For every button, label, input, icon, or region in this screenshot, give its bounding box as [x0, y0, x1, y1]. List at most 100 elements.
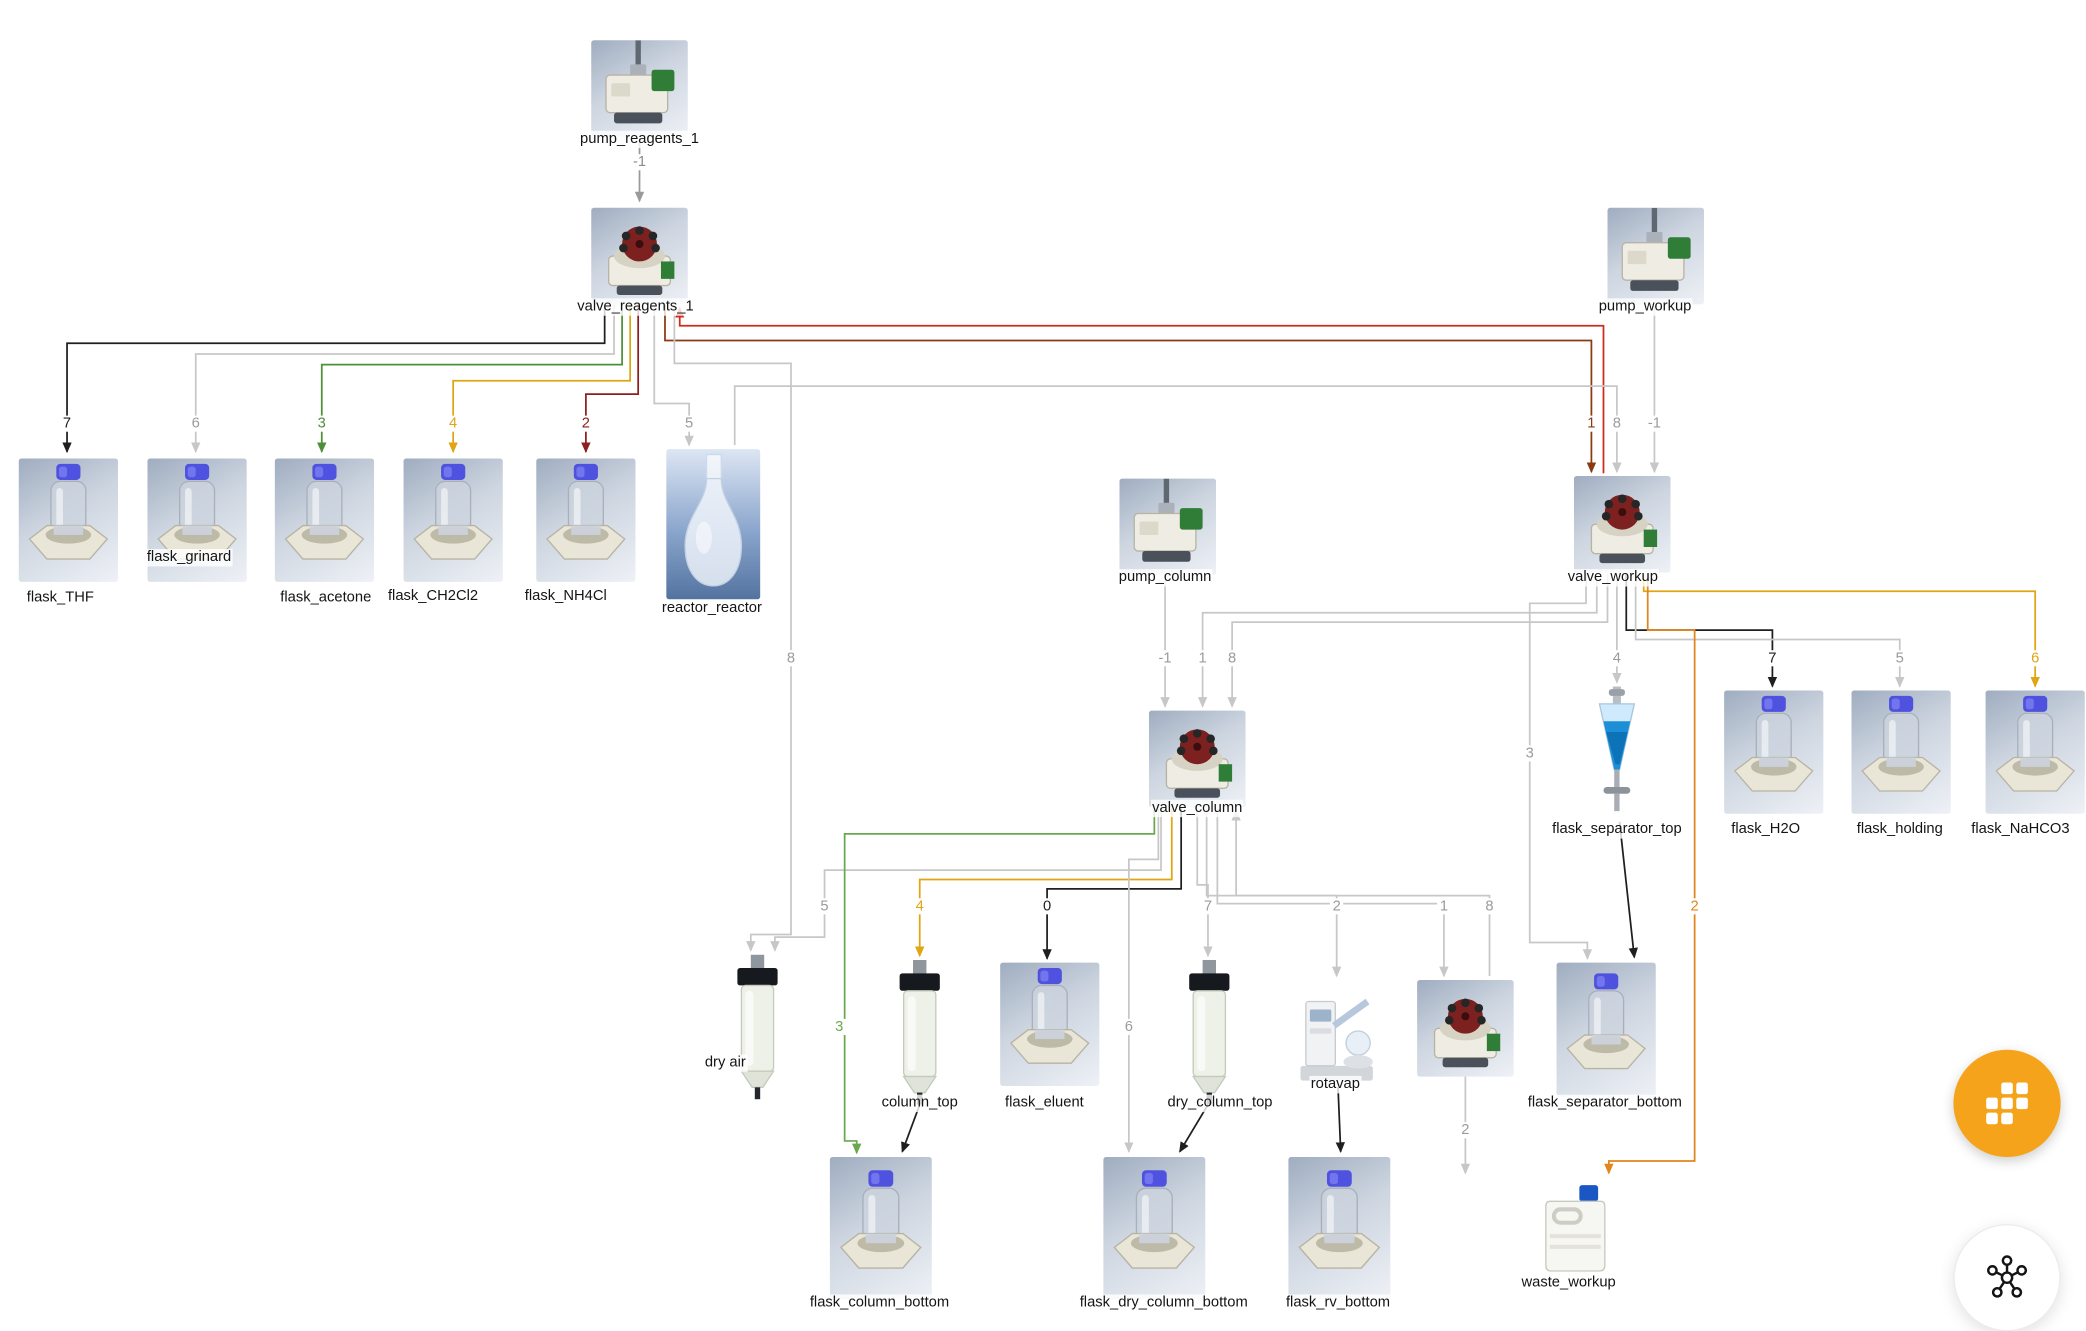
flask-icon	[536, 458, 636, 582]
node-flask_holding[interactable]: flask_holding	[1851, 690, 1951, 839]
edge-valve_reagents_1-flask_acetone	[317, 304, 623, 454]
node-pump_reagents_1[interactable]: pump_reagents_1	[578, 40, 701, 149]
node-label: flask_separator_bottom	[1526, 1094, 1684, 1113]
valve-icon	[1573, 475, 1671, 573]
node-flask_H2O[interactable]: flask_H2O	[1724, 690, 1824, 839]
node-flask_eluent[interactable]: flask_eluent	[1000, 962, 1100, 1113]
node-label: flask_H2O	[1729, 821, 1802, 839]
node-label: valve_column	[1150, 799, 1244, 818]
edge-label: 7	[60, 415, 74, 432]
node-label: flask_column_bottom	[808, 1294, 951, 1312]
edge-label: 6	[1122, 1018, 1136, 1036]
edge-valve_reagents_1-valve_workup	[664, 304, 1597, 474]
node-label: pump_workup	[1597, 298, 1693, 316]
edge-label: 8	[1610, 415, 1624, 432]
edge-label: -1	[1645, 415, 1664, 432]
edge-label: 7	[1201, 898, 1215, 915]
pump-icon	[591, 40, 688, 137]
edge-valve_reagents_1-flask_THF	[62, 304, 606, 454]
edge-label: 4	[1610, 650, 1624, 667]
node-label: flask_rv_bottom	[1284, 1294, 1392, 1312]
edge-label: 3	[314, 415, 329, 432]
edge-label: 1	[1437, 898, 1451, 915]
flask-icon	[1000, 962, 1100, 1086]
node-pump_column[interactable]: pump_column	[1117, 478, 1217, 587]
edge-label: 2	[579, 415, 593, 432]
node-column_top[interactable]: column_top	[880, 959, 960, 1113]
node-valve_reagents_1[interactable]: valve_reagents_1	[575, 207, 696, 316]
node-label: flask_NaHCO3	[1969, 821, 2071, 839]
edge-label: 5	[817, 898, 832, 915]
reactor-icon	[666, 449, 761, 600]
node-flask_NH4Cl[interactable]: flask_NH4Cl	[523, 458, 636, 606]
flask-icon	[1103, 1157, 1206, 1300]
node-flask_acetone[interactable]: flask_acetone	[274, 458, 375, 607]
waste-icon	[1536, 1177, 1614, 1282]
node-label: flask_THF	[25, 589, 96, 607]
node-flask_grinard[interactable]: flask_grinard	[145, 458, 247, 582]
node-flask_rv_bottom[interactable]: flask_rv_bottom	[1284, 1157, 1392, 1312]
node-flask_CH2Cl2[interactable]: flask_CH2Cl2	[386, 458, 503, 606]
node-label: valve_reagents_1	[575, 298, 696, 316]
flask-icon	[829, 1157, 932, 1300]
apps-fab-button[interactable]	[1953, 1049, 2061, 1158]
ai-assistant-fab-button[interactable]	[1953, 1224, 2061, 1331]
edge-label: -1	[630, 154, 649, 171]
edge-valve_aux-valve_column	[1231, 809, 1491, 977]
flask-icon	[403, 458, 503, 582]
valve-icon	[591, 207, 688, 305]
node-label: column_top	[880, 1094, 960, 1113]
edge-dry_column_top-flask_dry_column_bottom	[1179, 1104, 1209, 1153]
node-label: flask_NH4Cl	[523, 587, 609, 606]
edge-valve_column-flask_column_bottom	[843, 808, 1156, 1155]
edge-reactor_reactor-valve_workup	[733, 385, 1622, 474]
valve-icon	[1148, 710, 1246, 808]
edge-label: 5	[1892, 650, 1907, 667]
edge-label: 3	[1522, 745, 1537, 762]
node-label: flask_dry_column_bottom	[1078, 1294, 1250, 1312]
node-label: flask_separator_top	[1550, 821, 1683, 839]
flask-icon	[1985, 690, 2085, 814]
node-rotavap[interactable]: rotavap	[1298, 980, 1376, 1094]
column-icon	[729, 954, 785, 1100]
edge-flask_separator_top-flask_separator_bottom	[1618, 821, 1638, 959]
node-flask_THF[interactable]: flask_THF	[18, 458, 118, 607]
edge-valve_reagents_1-flask_grinard	[191, 304, 615, 454]
node-valve_workup[interactable]: valve_workup	[1566, 475, 1671, 587]
grid-icon	[1986, 1082, 2028, 1125]
node-dry_column_top[interactable]: dry_column_top	[1166, 959, 1274, 1113]
node-flask_separator_bottom[interactable]: flask_separator_bottom	[1526, 962, 1684, 1113]
node-valve_column[interactable]: valve_column	[1148, 710, 1246, 818]
edge-label: 0	[1040, 898, 1054, 915]
separator-icon	[1579, 686, 1654, 820]
node-label: pump_column	[1117, 569, 1213, 587]
node-flask_dry_column_bottom[interactable]: flask_dry_column_bottom	[1078, 1157, 1250, 1312]
node-flask_column_bottom[interactable]: flask_column_bottom	[808, 1157, 951, 1312]
edge-label: 6	[2028, 650, 2042, 667]
node-label: waste_workup	[1520, 1274, 1618, 1292]
edge-rotavap-flask_rv_bottom	[1335, 1087, 1345, 1154]
pump-icon	[1119, 478, 1217, 576]
node-pump_workup[interactable]: pump_workup	[1597, 207, 1705, 316]
node-reactor_reactor[interactable]: reactor_reactor	[660, 449, 764, 618]
edge-valve_column-flask_eluent	[1042, 808, 1183, 960]
edge-valve_column-dry_column_top	[1196, 808, 1213, 958]
edge-valve_reagents_1-flask_CH2Cl2	[448, 304, 632, 454]
node-waste_workup[interactable]: waste_workup	[1520, 1177, 1618, 1292]
flask-icon	[18, 458, 118, 582]
flask-icon	[1724, 690, 1824, 814]
node-valve_aux[interactable]	[1417, 980, 1514, 1077]
edge-valve_column-valve_aux	[1216, 808, 1449, 978]
node-label: flask_grinard	[145, 549, 233, 567]
node-flask_separator_top[interactable]: flask_separator_top	[1550, 686, 1683, 839]
rotavap-icon	[1298, 980, 1376, 1087]
node-flask_NaHCO3[interactable]: flask_NaHCO3	[1969, 690, 2085, 839]
node-dry_air[interactable]: dry air	[703, 954, 785, 1100]
edge-label: 1	[1195, 650, 1210, 667]
edge-valve_column-rotavap	[1205, 808, 1342, 978]
node-label: pump_reagents_1	[578, 130, 701, 149]
edge-valve_workup-valve_column	[1197, 573, 1598, 708]
edge-valve_workup-valve_reagents_1	[675, 307, 1605, 474]
